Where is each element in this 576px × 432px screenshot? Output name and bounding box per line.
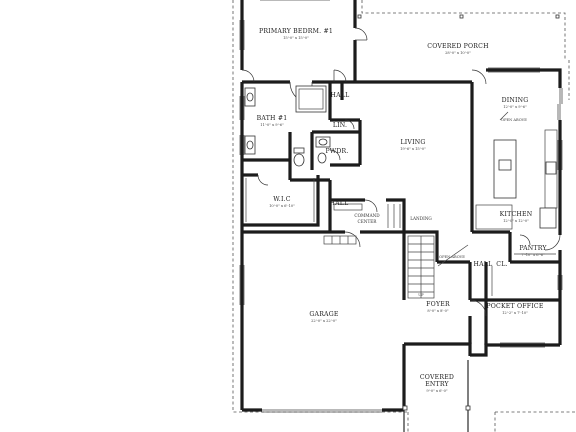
- primary-bedroom-dims: 15'-0" x 15'-0": [283, 36, 309, 40]
- pantry-label: PANTRY: [519, 245, 547, 252]
- wic-dims: 10'-0" x 6'-10": [269, 204, 295, 208]
- foyer-dims: 8'-0" x 8'-0": [427, 309, 449, 313]
- primary-bedroom-label: PRIMARY BEDRM. #1: [259, 28, 333, 35]
- hall-upper-label: HALL: [331, 92, 350, 99]
- covered-porch-dims: 28'-0" x 10'-0": [445, 51, 471, 55]
- command-center-label-1: COMMAND: [354, 213, 380, 218]
- garage-dims: 22'-0" x 22'-0": [311, 319, 337, 323]
- living-label: LIVING: [400, 139, 425, 146]
- kitchen-dims: 12'-0" x 12'-0": [503, 219, 529, 223]
- dining-dims: 12'-0" x 9'-6": [503, 105, 527, 109]
- garage-label: GARAGE: [309, 311, 338, 318]
- landing-label: LANDING: [410, 216, 432, 221]
- linen-label: LIN.: [333, 122, 347, 129]
- pocket-office-dims: 12'-2" x 7'-10": [502, 311, 528, 315]
- powder-label: PWDR.: [325, 148, 348, 155]
- bath-label: BATH #1: [257, 115, 288, 122]
- living-dims: 19'-6" x 15'-0": [400, 147, 426, 151]
- covered-entry-dims: 9'-0" x 6'-0": [426, 389, 448, 393]
- foyer-label: FOYER: [426, 301, 450, 308]
- hall-right-label: HALL: [474, 261, 493, 268]
- command-center-label-2: CENTER: [358, 219, 378, 224]
- hall-mid-label: HALL: [330, 200, 349, 207]
- kitchen-label: KITCHEN: [500, 211, 533, 218]
- room-labels: PRIMARY BEDRM. #1 15'-0" x 15'-0" COVERE…: [257, 28, 548, 393]
- dining-label: DINING: [502, 97, 529, 104]
- closet-label: CL.: [496, 261, 507, 268]
- fixtures: [244, 14, 560, 411]
- pocket-office-label: POCKET OFFICE: [486, 303, 543, 310]
- windows: [239, 0, 563, 348]
- bath-dims: 11'-0" x 9'-6": [260, 123, 284, 127]
- stairs: [387, 204, 469, 299]
- exterior-walls: [240, 0, 562, 432]
- stair-open-above: OPEN ABOVE: [439, 255, 465, 259]
- dining-open-above: OPEN ABOVE: [501, 118, 527, 122]
- covered-porch-label: COVERED PORCH: [427, 43, 489, 50]
- wic-label: W.I.C: [273, 196, 290, 203]
- covered-entry-label-1: COVERED: [420, 374, 454, 381]
- interior-walls: [242, 80, 560, 345]
- pantry-dims: 7'-10" x 6'-6": [521, 253, 545, 257]
- covered-entry-label-2: ENTRY: [425, 381, 449, 388]
- stair-up-label: UP: [418, 293, 424, 297]
